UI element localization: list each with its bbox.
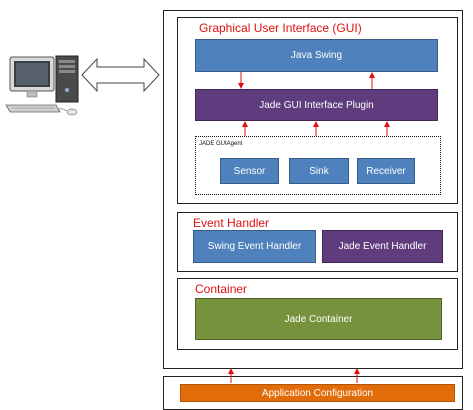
jade-container-block: Jade Container — [195, 298, 442, 340]
gui-title: Graphical User Interface (GUI) — [199, 21, 362, 35]
event-handler-title: Event Handler — [193, 216, 270, 230]
container-title: Container — [195, 282, 248, 296]
jade-event-handler-block: Jade Event Handler — [322, 230, 443, 263]
jade-gui-agent-title: JADE GUIAgent — [199, 141, 243, 147]
jade-gui-plugin-block: Jade GUI Interface Plugin — [195, 89, 438, 121]
sink-block: Sink — [289, 158, 349, 184]
app-config-block: Application Configuration — [180, 384, 455, 402]
receiver-block: Receiver — [357, 158, 415, 184]
double-arrow-icon — [81, 57, 160, 93]
java-swing-block: Java Swing — [195, 39, 438, 72]
sensor-block: Sensor — [220, 158, 279, 184]
computer-icon — [5, 55, 79, 116]
swing-event-handler-block: Swing Event Handler — [193, 230, 316, 263]
